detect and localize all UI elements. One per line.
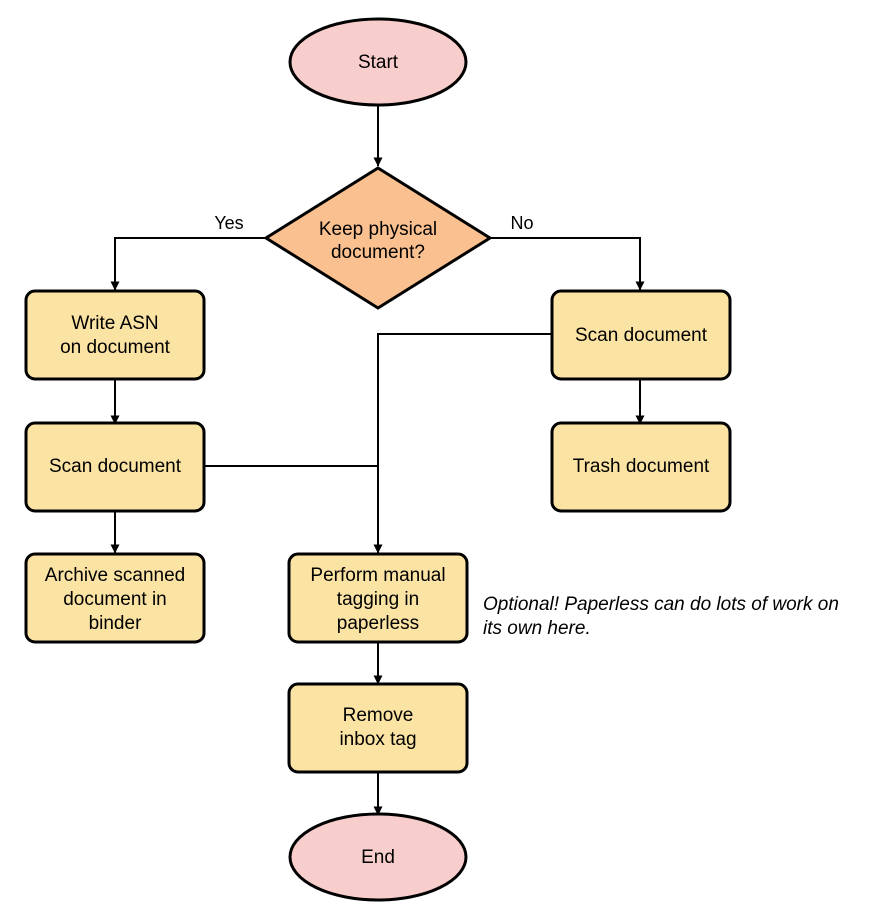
start-ellipse [288, 17, 468, 107]
decision-label-line2: document? [331, 242, 425, 263]
decision-diamond [263, 166, 493, 310]
tagging-label-line1: Perform manual [310, 565, 445, 586]
optional-note-line1: Optional! Paperless can do lots of work … [483, 594, 839, 615]
end-label: End [361, 847, 395, 868]
node-remove-inbox-tag[interactable]: Remove inbox tag [287, 682, 469, 774]
remove-inbox-label-line2: inbox tag [339, 729, 416, 750]
start-label: Start [358, 52, 399, 73]
archive-label-line1: Archive scanned [45, 565, 185, 586]
edge-decision-no-to-scan-right [490, 237, 645, 291]
write-asn-label-line1: Write ASN [71, 313, 158, 334]
archive-label-line2: document in [63, 589, 167, 610]
node-perform-manual-tagging[interactable]: Perform manual tagging in paperless [287, 552, 469, 644]
scan-document-right-box [550, 289, 732, 381]
archive-box [24, 552, 206, 644]
tagging-label-line3: paperless [337, 613, 419, 634]
node-end[interactable]: End [288, 812, 468, 902]
remove-inbox-tag-box [287, 682, 469, 774]
remove-inbox-label-line1: Remove [343, 705, 414, 726]
edges-layer [110, 104, 645, 816]
annotation-optional-note: Optional! Paperless can do lots of work … [483, 594, 839, 639]
node-write-asn-on-document[interactable]: Write ASN on document [24, 289, 206, 381]
tagging-box [287, 552, 469, 644]
node-decision-keep-physical-document[interactable]: Keep physical document? [263, 166, 493, 310]
node-trash-document[interactable]: Trash document [550, 421, 732, 513]
tagging-label-line2: tagging in [337, 589, 419, 610]
trash-document-label: Trash document [573, 456, 710, 477]
edge-labels-layer: Yes No [214, 213, 533, 233]
node-start[interactable]: Start [288, 17, 468, 107]
write-asn-box [24, 289, 206, 381]
optional-note-line2: its own here. [483, 618, 591, 639]
scan-document-left-label: Scan document [49, 456, 182, 477]
edge-label-yes: Yes [214, 213, 243, 233]
end-ellipse [288, 812, 468, 902]
archive-label-line3: binder [89, 613, 142, 634]
trash-document-box [550, 421, 732, 513]
write-asn-label-line2: on document [60, 337, 171, 358]
edge-scan-right-to-tagging [373, 333, 552, 554]
edge-label-no: No [510, 213, 533, 233]
node-scan-document-left[interactable]: Scan document [24, 421, 206, 513]
scan-document-left-box [24, 421, 206, 513]
decision-label-line1: Keep physical [319, 219, 437, 240]
node-scan-document-right[interactable]: Scan document [550, 289, 732, 381]
scan-document-right-label: Scan document [575, 325, 708, 346]
node-archive-scanned-document[interactable]: Archive scanned document in binder [24, 552, 206, 644]
edge-decision-yes-to-write-asn [110, 237, 266, 291]
